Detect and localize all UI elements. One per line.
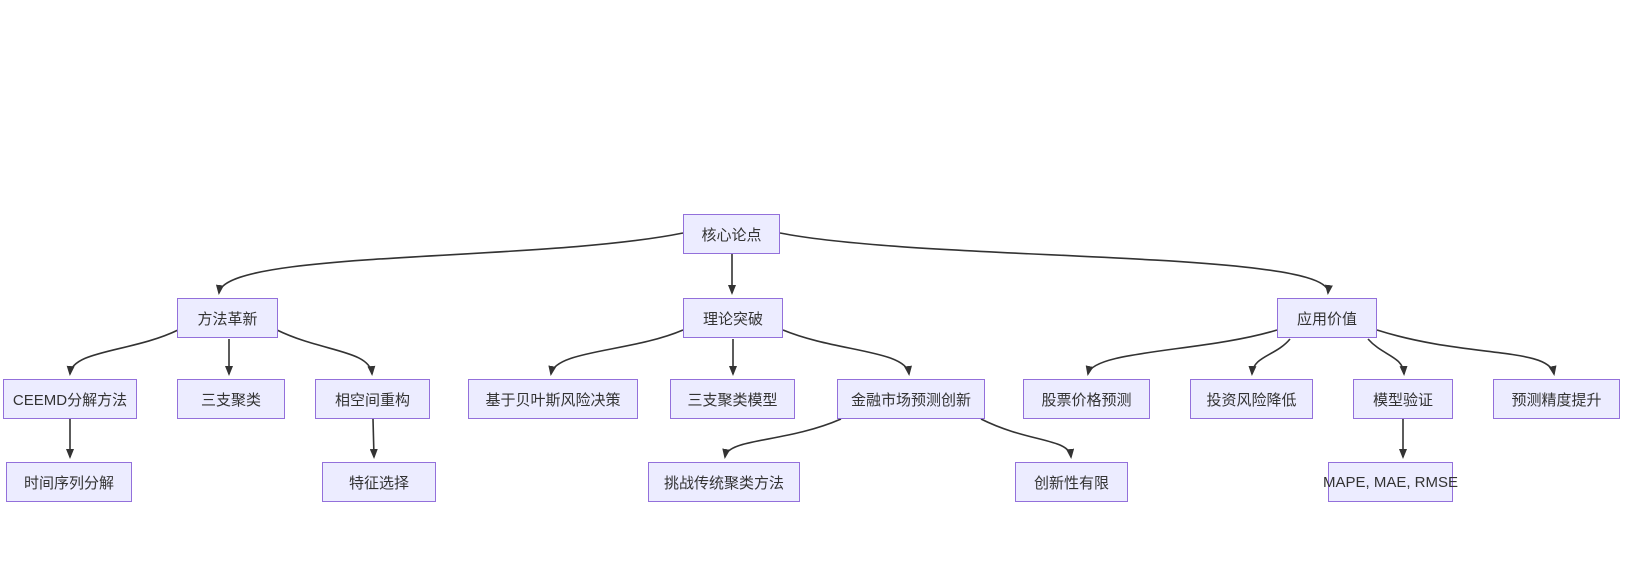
node-ceemd: CEEMD分解方法 — [3, 379, 137, 419]
edge-theory-to-fin-innovation — [782, 329, 912, 376]
edge-fin-innovation-to-limited — [980, 418, 1075, 459]
node-metrics: MAPE, MAE, RMSE — [1323, 462, 1458, 502]
node-theory: 理论突破 — [683, 298, 783, 338]
node-three-way: 三支聚类 — [177, 379, 285, 419]
edge-method-to-ceemd — [66, 329, 179, 376]
node-validation: 模型验证 — [1353, 379, 1453, 419]
node-stock: 股票价格预测 — [1023, 379, 1150, 419]
node-fin-innovation: 金融市场预测创新 — [837, 379, 985, 419]
node-application: 应用价值 — [1277, 298, 1377, 338]
edge-method-to-phase-space — [276, 329, 376, 376]
node-accuracy: 预测精度提升 — [1493, 379, 1620, 419]
node-risk: 投资风险降低 — [1190, 379, 1313, 419]
edge-application-to-stock — [1085, 329, 1278, 376]
node-challenge: 挑战传统聚类方法 — [648, 462, 800, 502]
edge-application-to-validation — [1367, 338, 1408, 376]
edge-application-to-accuracy — [1376, 329, 1557, 376]
node-twc-model: 三支聚类模型 — [670, 379, 795, 419]
edge-theory-to-bayes — [548, 329, 684, 376]
edge-core-to-method — [216, 232, 684, 295]
node-method: 方法革新 — [177, 298, 278, 338]
edge-application-to-risk — [1248, 338, 1291, 376]
node-limited: 创新性有限 — [1015, 462, 1128, 502]
edge-core-to-application — [779, 232, 1333, 295]
edge-phase-space-to-feature — [369, 418, 378, 459]
node-feature: 特征选择 — [322, 462, 436, 502]
node-ts-decomp: 时间序列分解 — [6, 462, 132, 502]
node-core: 核心论点 — [683, 214, 780, 254]
node-phase-space: 相空间重构 — [315, 379, 430, 419]
edge-fin-innovation-to-challenge — [722, 418, 842, 459]
node-bayes: 基于贝叶斯风险决策 — [468, 379, 638, 419]
